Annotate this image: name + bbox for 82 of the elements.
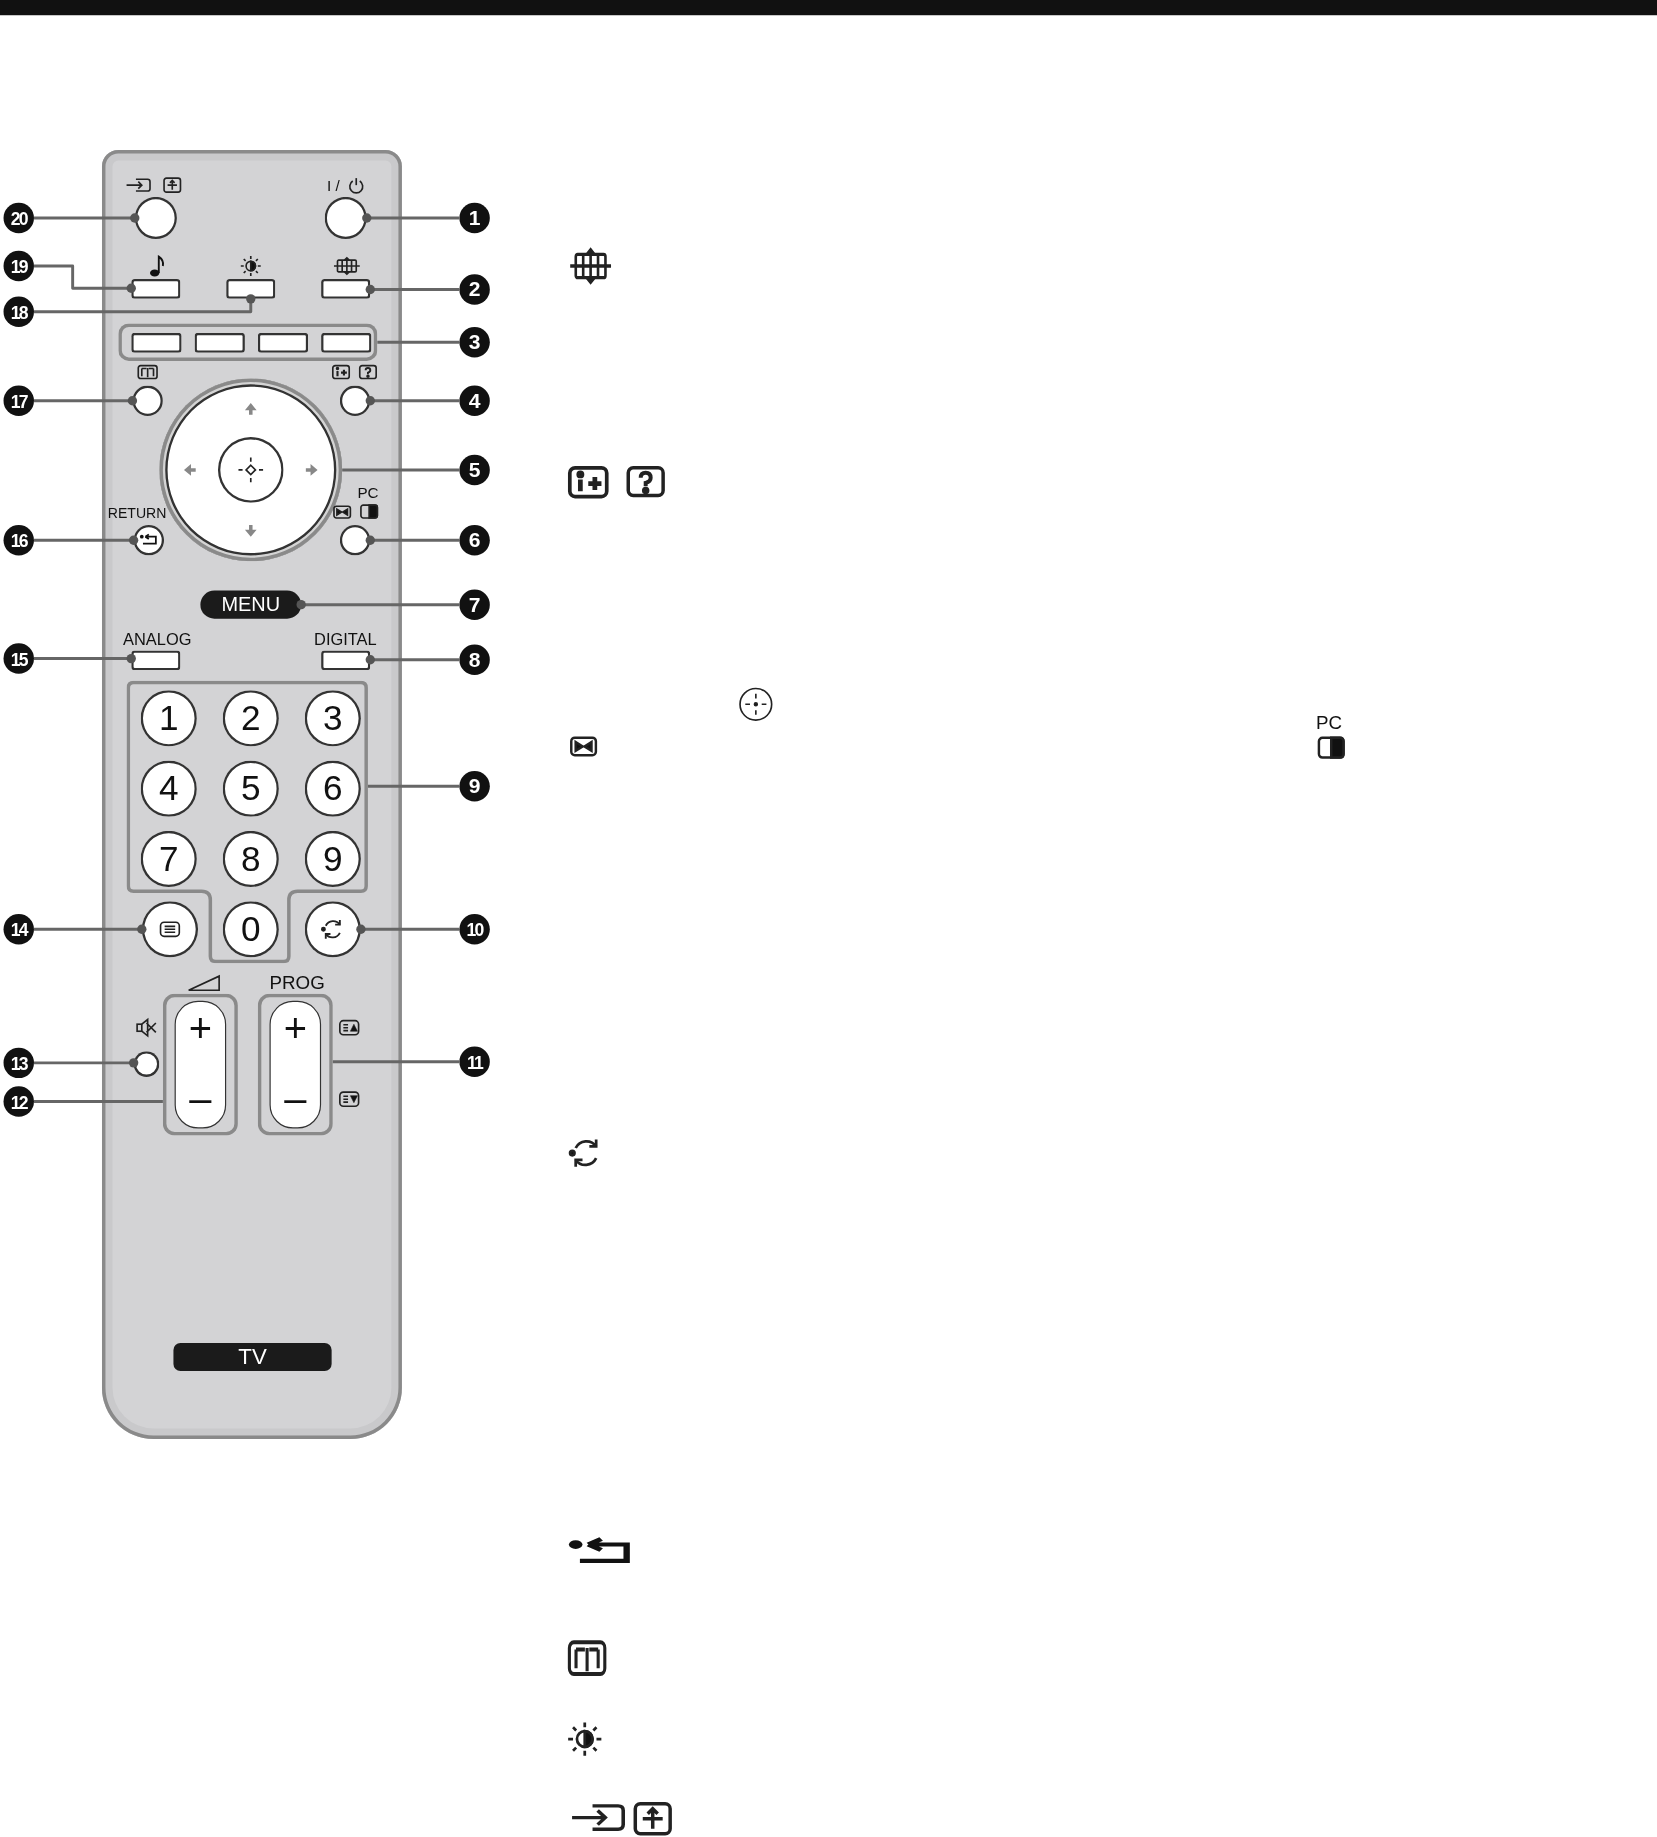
number-button: 5 bbox=[222, 760, 279, 817]
icon-caption: PC bbox=[1316, 713, 1343, 733]
callout-number: 12 bbox=[3, 1086, 34, 1117]
callout-number: 9 bbox=[459, 771, 490, 802]
color-button bbox=[321, 332, 372, 353]
leader-line bbox=[34, 213, 140, 223]
leader-line bbox=[365, 284, 460, 295]
number-button: 4 bbox=[140, 760, 197, 817]
picture-button bbox=[226, 278, 276, 299]
leader-line bbox=[34, 396, 138, 406]
color-button bbox=[131, 332, 182, 353]
callout-number: 8 bbox=[459, 644, 490, 675]
leader-line bbox=[365, 655, 460, 665]
rocker-sign: – bbox=[283, 1078, 308, 1118]
leader-line bbox=[296, 600, 460, 610]
callout-number: 10 bbox=[459, 914, 490, 945]
button-label: ANALOG bbox=[123, 630, 192, 647]
callout-number: 14 bbox=[3, 914, 34, 945]
callout-number: 1 bbox=[459, 202, 490, 234]
callout-number: 17 bbox=[3, 385, 34, 416]
screen-mode-button bbox=[321, 278, 371, 299]
leader-line bbox=[365, 535, 460, 545]
leader-line bbox=[362, 213, 460, 223]
leader-line bbox=[356, 924, 460, 934]
rocker-sign: + bbox=[282, 1007, 308, 1048]
number-button: 6 bbox=[304, 760, 361, 817]
button-label: DIGITAL bbox=[314, 630, 377, 647]
leader-line bbox=[34, 653, 136, 664]
leader-line bbox=[34, 924, 147, 934]
button-label: PC bbox=[357, 485, 379, 501]
callout-number: 15 bbox=[3, 643, 34, 674]
button-label: RETURN bbox=[107, 506, 167, 521]
leader-line bbox=[34, 535, 139, 545]
leader-line bbox=[342, 468, 460, 472]
leader-line bbox=[34, 264, 136, 293]
callout-number: 20 bbox=[3, 202, 34, 234]
volume-rocker bbox=[162, 993, 238, 1136]
callout-number: 11 bbox=[459, 1046, 490, 1077]
leader-line bbox=[332, 1060, 460, 1064]
pc-button bbox=[339, 525, 371, 556]
remote-control-body bbox=[101, 150, 402, 1440]
leader-line bbox=[34, 1058, 139, 1068]
input-button bbox=[134, 196, 177, 240]
callout-number: 18 bbox=[3, 296, 34, 327]
number-button: 3 bbox=[304, 690, 361, 747]
rocker-sign: + bbox=[187, 1007, 213, 1048]
number-button: 1 bbox=[140, 690, 197, 747]
button-label: I / bbox=[326, 178, 340, 194]
analog-button bbox=[131, 650, 181, 671]
leader-line bbox=[367, 784, 460, 788]
callout-number: 13 bbox=[3, 1047, 34, 1079]
callout-number: 4 bbox=[459, 385, 490, 416]
tv-label: TV bbox=[173, 1342, 332, 1372]
number-button: 8 bbox=[222, 830, 279, 888]
callout-number: 19 bbox=[3, 250, 34, 282]
callout-number: 6 bbox=[459, 525, 490, 556]
sound-button bbox=[131, 278, 181, 299]
callout-number: 7 bbox=[459, 589, 490, 620]
digital-button bbox=[321, 650, 371, 671]
number-button: 9 bbox=[304, 830, 361, 888]
leader-line bbox=[34, 1100, 163, 1103]
callout-number: 2 bbox=[459, 274, 490, 305]
rocker-sign: – bbox=[188, 1078, 213, 1118]
info-button bbox=[339, 385, 371, 416]
leader-line bbox=[365, 396, 460, 406]
color-button bbox=[194, 332, 245, 353]
number-button: 0 bbox=[222, 901, 279, 958]
color-button bbox=[257, 332, 309, 353]
power-button bbox=[324, 196, 367, 240]
program-rocker bbox=[257, 993, 333, 1136]
leader-line bbox=[34, 294, 256, 314]
button-label: PROG bbox=[269, 973, 325, 993]
color-button-group bbox=[118, 323, 378, 361]
leader-line bbox=[377, 340, 460, 344]
guide-button bbox=[132, 385, 163, 416]
number-button: 2 bbox=[222, 690, 279, 747]
callout-number: 16 bbox=[3, 525, 34, 556]
mute-button bbox=[133, 1051, 160, 1077]
menu-button: MENU bbox=[200, 590, 302, 619]
callout-number: 3 bbox=[459, 326, 490, 358]
number-button: 7 bbox=[140, 830, 197, 888]
callout-number: 5 bbox=[459, 454, 490, 486]
